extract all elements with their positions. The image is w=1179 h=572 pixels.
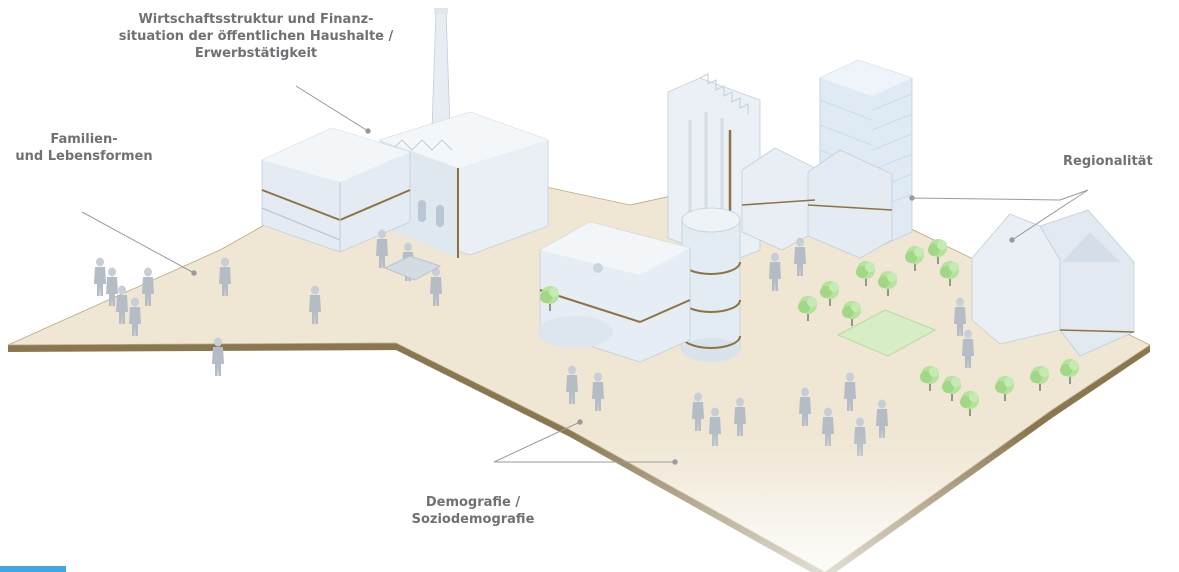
- factory-chimney: [431, 8, 451, 129]
- label-line: Erwerbstätigkeit: [194, 46, 318, 61]
- label-line: Soziodemografie: [411, 512, 535, 527]
- office-building: [261, 127, 411, 253]
- leader-lines: [81, 85, 1089, 465]
- label-familien: Familien- und Lebensformen: [0, 131, 168, 165]
- house: [971, 209, 1135, 357]
- old-town-buildings: [741, 147, 893, 259]
- round-tower: [681, 207, 741, 362]
- label-wirtschaftsstruktur: Wirtschaftsstruktur und Finanz- situatio…: [98, 11, 414, 62]
- picnic-table: [383, 255, 442, 281]
- corner-accent-tab: [0, 566, 66, 572]
- label-demografie: Demografie / Soziodemografie: [398, 494, 548, 528]
- label-line: Familien-: [50, 132, 118, 147]
- park-lawn: [836, 309, 937, 357]
- town-hall: [537, 221, 691, 363]
- label-line: situation der öffentlichen Haushalte /: [118, 29, 394, 44]
- label-line: Wirtschaftsstruktur und Finanz-: [138, 12, 374, 27]
- label-line: Demografie /: [425, 495, 521, 510]
- label-line: und Lebensformen: [15, 149, 153, 164]
- label-line: Regionalität: [1063, 154, 1153, 169]
- label-regionalitaet: Regionalität: [1063, 153, 1179, 170]
